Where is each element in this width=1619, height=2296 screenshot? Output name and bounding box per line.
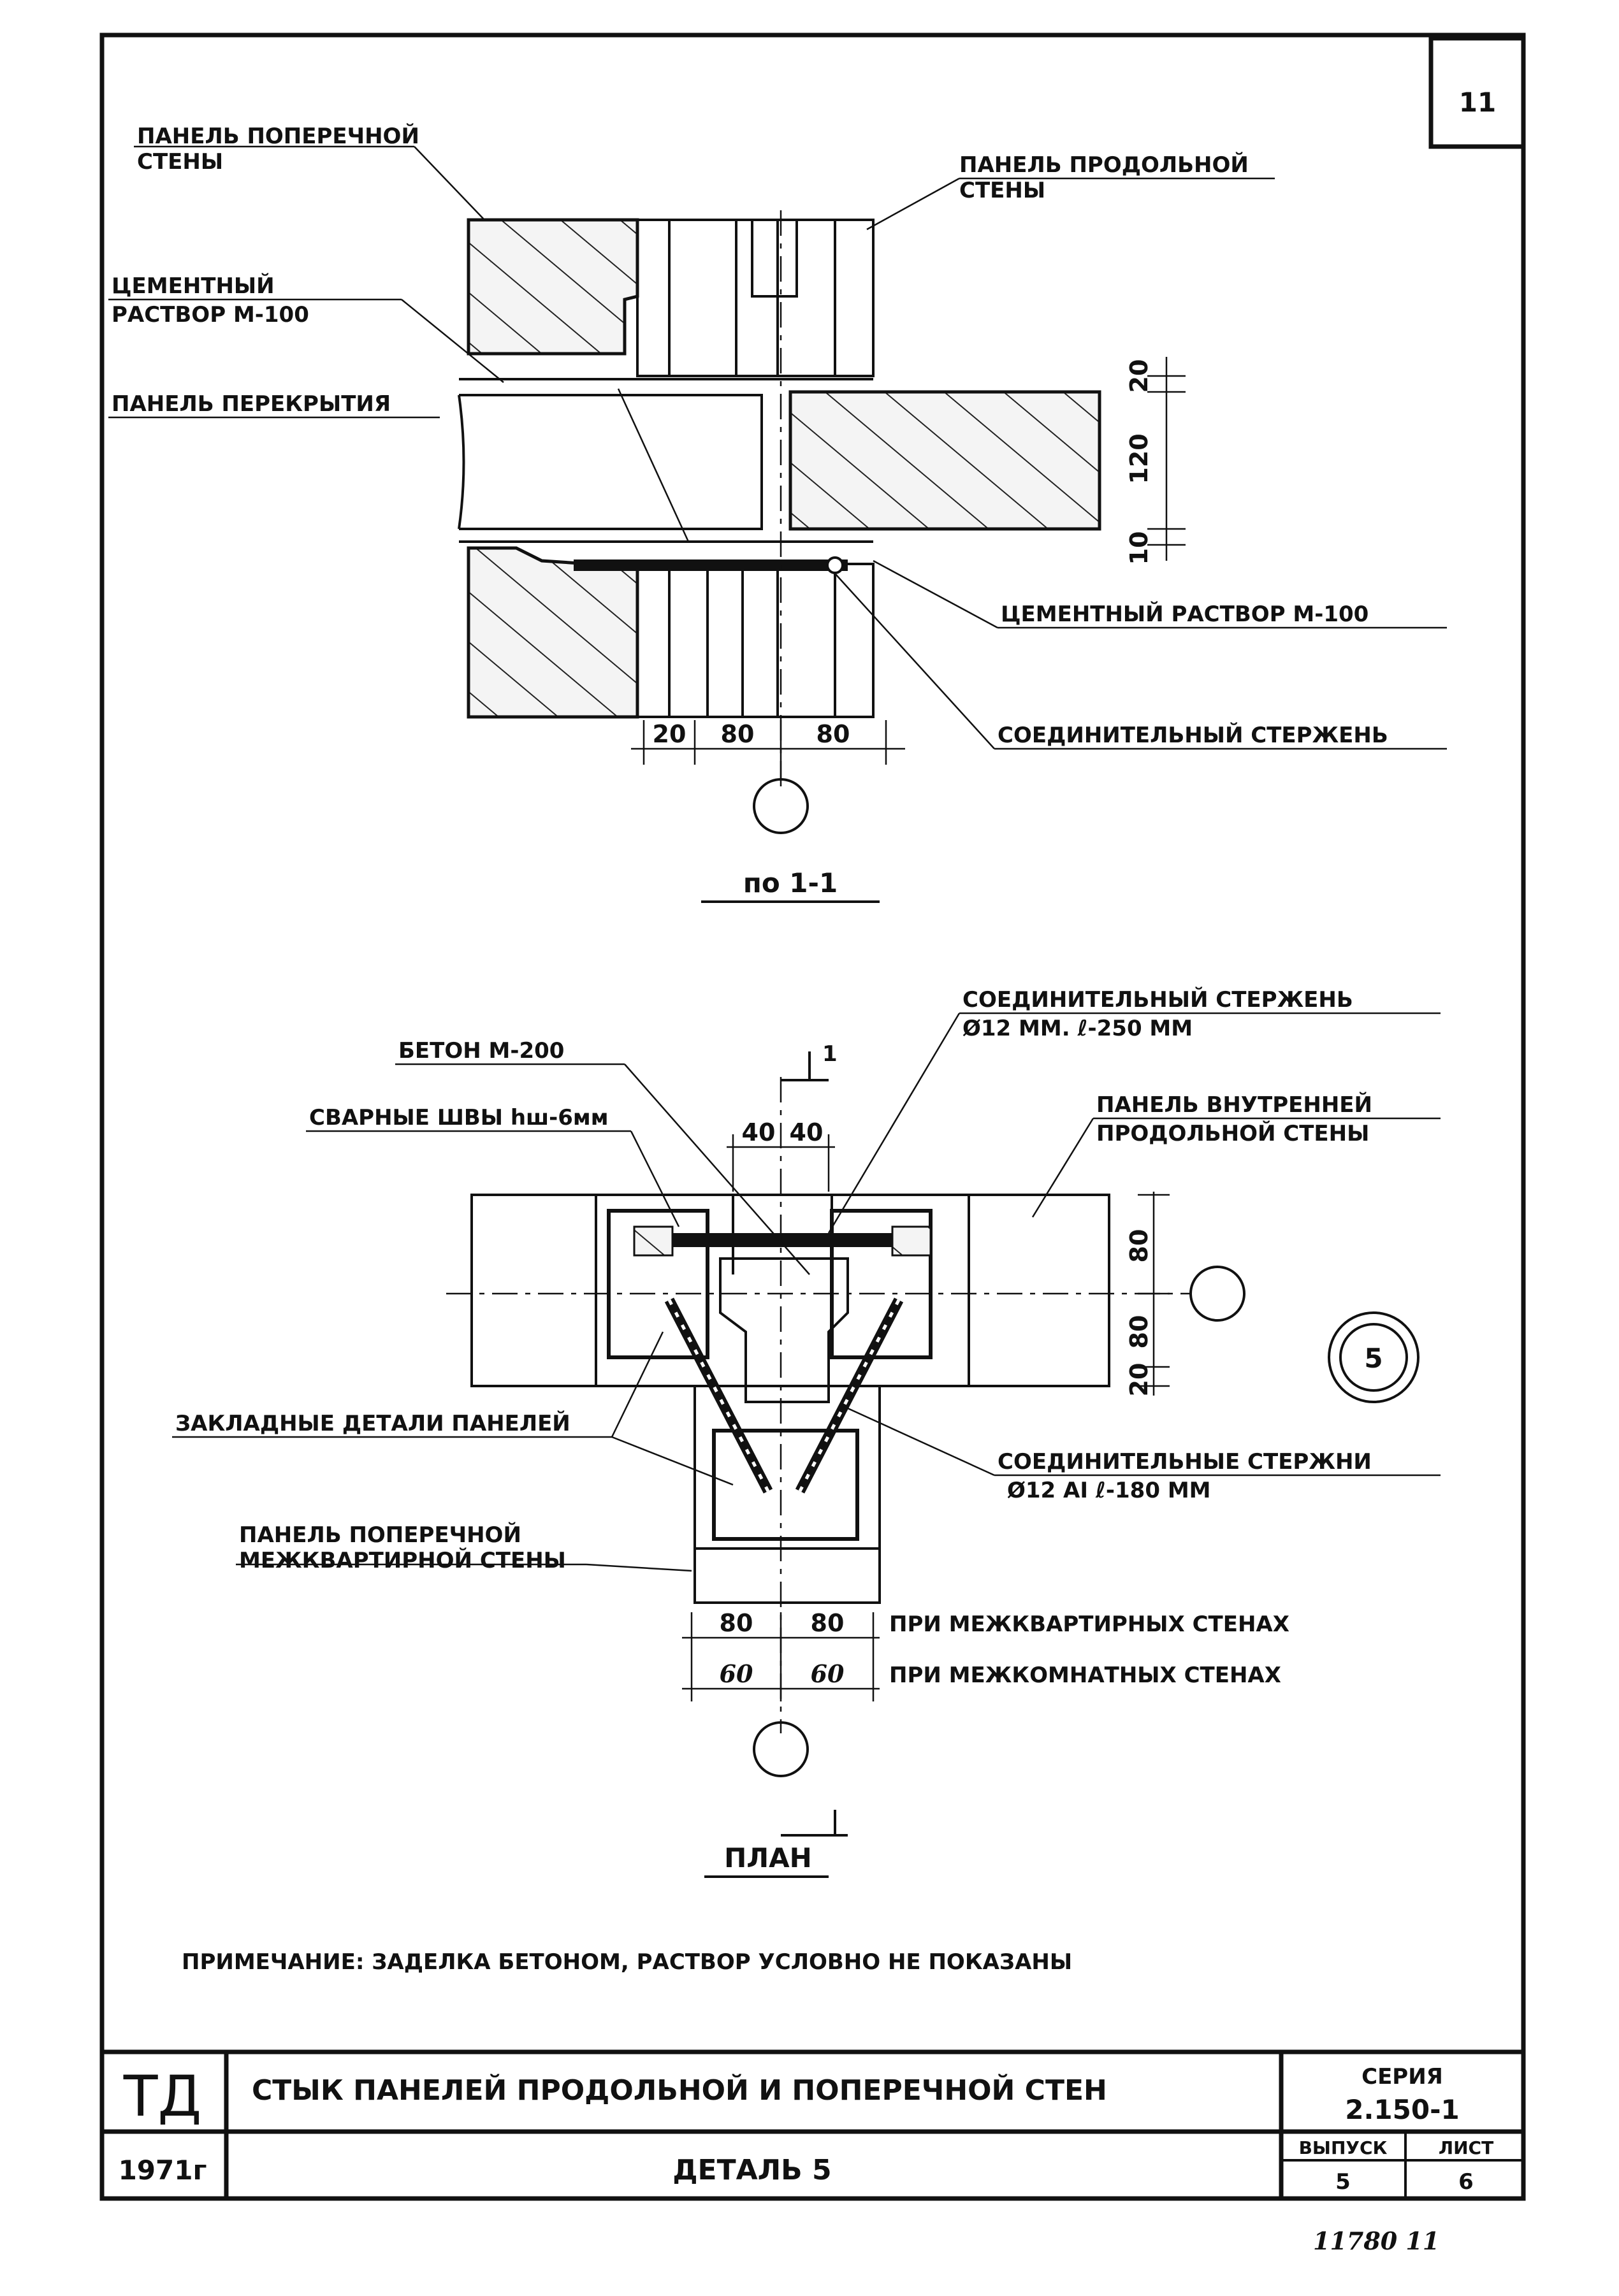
dim-r2: 120 (1125, 433, 1153, 484)
section-mark-bottom (781, 1810, 848, 1837)
title-block (102, 2049, 1523, 2199)
plan-dim-row1-note: ПРИ МЕЖКВАРТИРНЫХ СТЕНАХ (889, 1612, 1289, 1637)
issue-label: ВЫПУСК (1299, 2137, 1388, 2158)
dim-r1: 20 (1125, 359, 1153, 393)
section-leaders (108, 145, 1447, 750)
node-marker: 5 (1328, 1311, 1419, 1403)
sheet-title: СТЫК ПАНЕЛЕЙ ПРОДОЛЬНОЙ И ПОПЕРЕЧНОЙ СТЕ… (252, 2073, 1107, 2107)
floor-slab-right (788, 390, 1101, 531)
plan-dim-row2-note: ПРИ МЕЖКОМНАТНЫХ СТЕНАХ (889, 1663, 1281, 1688)
floor-panel-left (458, 378, 873, 543)
concrete-key (719, 1257, 849, 1403)
label-cross-panel-2: МЕЖКВАРТИРНОЙ СТЕНЫ (239, 1547, 566, 1573)
note-text: ПРИМЕЧАНИЕ: ЗАДЕЛКА БЕТОНОМ, РАСТВОР УСЛ… (182, 1949, 1072, 1975)
label-cement-left-1: ЦЕМЕНТНЫЙ (112, 273, 275, 299)
plan-transverse-panel (693, 1385, 881, 1604)
plan-view: 1 40 40 80 80 20 5 (172, 986, 1441, 1878)
plan-dim-top-2: 40 (790, 1118, 824, 1146)
diagonal-rods (664, 1297, 904, 1494)
plan-dims-top (727, 1134, 835, 1192)
plan-title: ПЛАН (724, 1842, 812, 1874)
dim-b2: 80 (721, 720, 755, 748)
label-longitudinal-panel-2: СТЕНЫ (959, 178, 1045, 203)
section-1-1: 20 80 80 20 120 10 ПАНЕЛЬ ПОПЕРЕЧНОЙ СТЕ… (108, 123, 1447, 903)
sheet-label: ЛИСТ (1439, 2137, 1493, 2158)
plan-longitudinal-panel (470, 1194, 1110, 1387)
label-concrete: БЕТОН М-200 (398, 1038, 564, 1064)
label-cement-left-2: РАСТВОР М-100 (112, 302, 309, 328)
label-inner-panel-1: ПАНЕЛЬ ВНУТРЕННЕЙ (1096, 1092, 1372, 1118)
dim-b1: 20 (653, 720, 686, 748)
axis-bubble-plan-bottom (753, 1721, 809, 1777)
section-mark-top-number: 1 (822, 1041, 838, 1067)
label-embedded: ЗАКЛАДНЫЕ ДЕТАЛИ ПАНЕЛЕЙ (175, 1410, 570, 1436)
plan-dim-top-1: 40 (742, 1118, 776, 1146)
label-cement-right: ЦЕМЕНТНЫЙ РАСТВОР М-100 (1001, 601, 1369, 627)
series-number: 2.150-1 (1345, 2094, 1460, 2125)
sheet-frame (99, 32, 1526, 2201)
plan-dim-row1-right: 80 (811, 1609, 845, 1637)
issue-number: 5 (1335, 2169, 1351, 2195)
plan-leaders (172, 1012, 1441, 1572)
label-connecting-rod: СОЕДИНИТЕЛЬНЫЙ СТЕРЖЕНЬ (998, 722, 1388, 748)
label-inner-panel-2: ПРОДОЛЬНОЙ СТЕНЫ (1096, 1120, 1369, 1146)
top-connecting-rod (637, 1233, 931, 1247)
section-mark-top (781, 1051, 829, 1081)
node-number: 5 (1364, 1343, 1383, 1374)
plan-dim-row1-left: 80 (720, 1609, 753, 1637)
transverse-wall-lower (467, 546, 639, 719)
section-title: по 1-1 (743, 867, 838, 899)
org-mark: ТД (123, 2063, 202, 2129)
label-welds: СВАРНЫЕ ШВЫ hш-6мм (309, 1105, 609, 1130)
footer-handwritten: 11780 11 (1313, 2227, 1439, 2255)
label-rod-top-2: Ø12 ММ. ℓ-250 ММ (962, 1016, 1193, 1041)
dim-b3: 80 (817, 720, 850, 748)
label-rod-top-1: СОЕДИНИТЕЛЬНЫЙ СТЕРЖЕНЬ (962, 986, 1353, 1013)
plan-dim-r2: 80 (1125, 1315, 1153, 1349)
transverse-wall-upper (467, 218, 639, 356)
label-floor-panel: ПАНЕЛЬ ПЕРЕКРЫТИЯ (112, 391, 391, 417)
connecting-rod-section (574, 556, 848, 574)
plan-dims-right (1138, 1192, 1170, 1396)
plan-dim-row2-right: 60 (811, 1659, 845, 1688)
label-cross-panel-1: ПАНЕЛЬ ПОПЕРЕЧНОЙ (239, 1522, 521, 1548)
plan-dim-rows (682, 1612, 880, 1701)
sheet-badge-number: 11 (1459, 87, 1496, 118)
label-transverse-panel-1: ПАНЕЛЬ ПОПЕРЕЧНОЙ (137, 123, 419, 149)
plan-dim-r1: 80 (1125, 1229, 1153, 1263)
sheet-number: 6 (1458, 2169, 1474, 2195)
section-dims-bottom (631, 720, 905, 765)
series-label: СЕРИЯ (1361, 2064, 1443, 2090)
label-rods-bottom-2: Ø12 AI ℓ-180 ММ (1007, 1478, 1210, 1503)
axis-bubble-plan-right (1189, 1266, 1245, 1322)
plan-dim-row2-left: 60 (720, 1659, 753, 1688)
axis-bubble-section (753, 778, 809, 834)
year: 1971г (119, 2155, 207, 2186)
dim-r3: 10 (1125, 531, 1153, 565)
label-rods-bottom-1: СОЕДИНИТЕЛЬНЫЕ СТЕРЖНИ (998, 1449, 1372, 1475)
label-longitudinal-panel-1: ПАНЕЛЬ ПРОДОЛЬНОЙ (959, 152, 1249, 178)
plan-dim-r3: 20 (1125, 1363, 1153, 1397)
section-dims-right (1147, 357, 1186, 561)
label-transverse-panel-2: СТЕНЫ (137, 149, 223, 175)
sheet-badge: 11 (1428, 36, 1526, 149)
detail-title: ДЕТАЛЬ 5 (672, 2154, 831, 2186)
